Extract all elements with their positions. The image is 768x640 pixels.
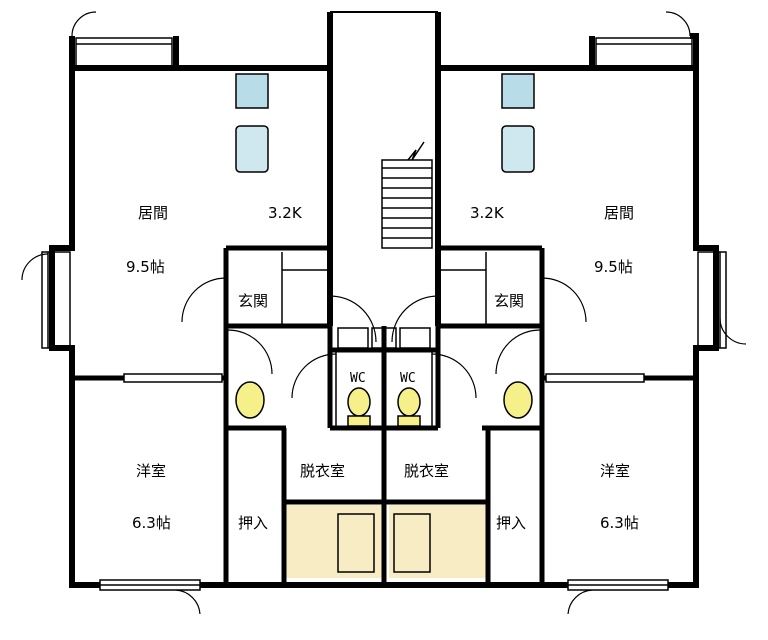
door-swings	[21, 11, 747, 615]
sink-icon	[501, 125, 535, 173]
sink-icon	[235, 125, 269, 173]
living-size-right: 9.5帖	[594, 258, 633, 276]
bathtub-icon	[393, 513, 431, 573]
living-size-left: 9.5帖	[126, 258, 165, 276]
closet-label-right: 押入	[496, 514, 526, 532]
western-label-right: 洋室	[600, 462, 630, 480]
entry-label-right: 玄関	[494, 292, 524, 310]
wc-label-left: WC	[350, 371, 366, 386]
bathtubs	[337, 513, 431, 573]
toilet-icon	[397, 387, 421, 417]
western-size-right: 6.3帖	[600, 514, 639, 532]
washbasin-icon	[235, 381, 265, 419]
toilet-icon	[347, 387, 371, 417]
living-label-left: 居間	[138, 204, 168, 222]
living-label-right: 居間	[604, 204, 634, 222]
kitchen-label-right: 3.2K	[470, 204, 505, 222]
thin-partitions	[281, 252, 487, 428]
closet-label-left: 押入	[238, 514, 268, 532]
balconies	[41, 37, 727, 349]
western-size-left: 6.3帖	[132, 514, 171, 532]
dressing-label-right: 脱衣室	[404, 462, 449, 480]
bathtub-icon	[337, 513, 375, 573]
staircase	[381, 141, 433, 249]
stove-icon	[501, 73, 535, 109]
kitchen-fixtures	[235, 73, 535, 173]
interior-walls	[72, 245, 696, 585]
toilets	[235, 381, 533, 427]
stove-icon	[235, 73, 269, 109]
walls	[49, 11, 719, 588]
windows	[99, 373, 669, 591]
dressing-label-left: 脱衣室	[300, 462, 345, 480]
entry-label-left: 玄関	[238, 292, 268, 310]
western-label-left: 洋室	[136, 462, 166, 480]
kitchen-label-left: 3.2K	[268, 204, 303, 222]
bath-floor-left	[286, 505, 383, 578]
washbasin-icon	[503, 381, 533, 419]
wc-label-right: WC	[400, 371, 416, 386]
bath-floor-right	[389, 505, 486, 578]
